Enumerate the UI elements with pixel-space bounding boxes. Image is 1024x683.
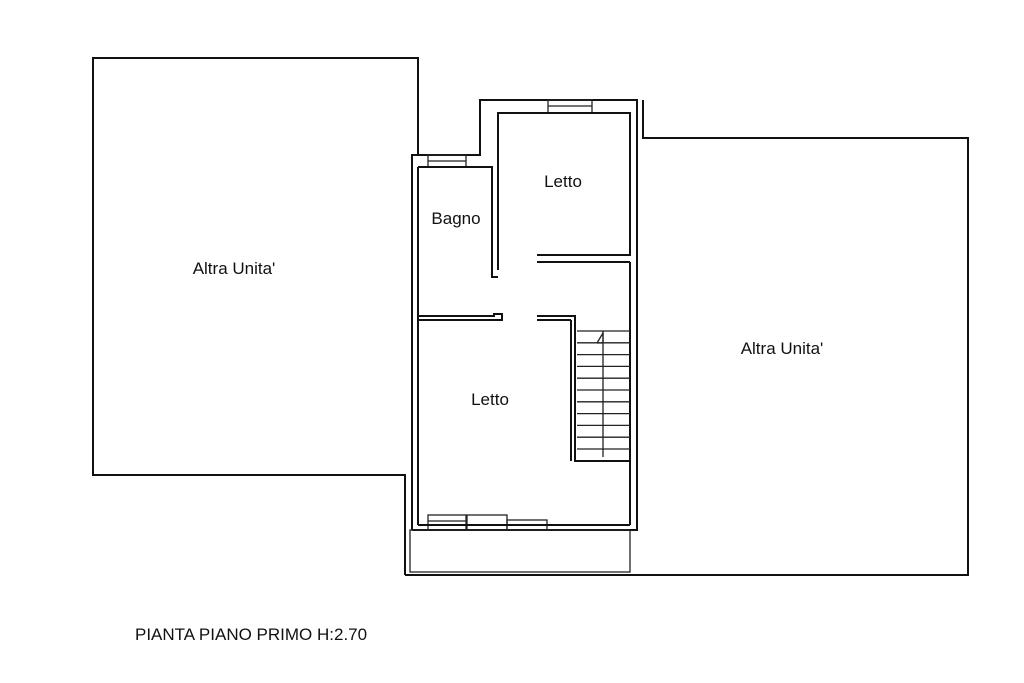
bedroom-top-wall	[497, 112, 631, 270]
balcony	[409, 529, 631, 573]
bedroom-bottom-label: Letto	[471, 390, 509, 409]
left-unit-label: Altra Unita'	[193, 259, 276, 278]
left-unit-outline	[92, 57, 419, 575]
staircase	[577, 330, 630, 457]
stair-wall	[537, 315, 630, 462]
right-unit-label: Altra Unita'	[741, 339, 824, 358]
bathroom-wall	[418, 166, 498, 278]
window-top	[547, 99, 593, 114]
right-unit-outline	[405, 100, 969, 576]
stair-arrow-icon	[596, 330, 604, 344]
outer-wall	[411, 99, 638, 531]
window-bottom-left	[427, 514, 467, 531]
bathroom-label: Bagno	[431, 209, 480, 228]
plan-title: PIANTA PIANO PRIMO H:2.70	[135, 625, 367, 644]
window-bathroom	[427, 154, 467, 168]
door-balcony	[466, 514, 548, 531]
bedroom-top-label: Letto	[544, 172, 582, 191]
bathroom-bottom-wall	[418, 313, 503, 321]
